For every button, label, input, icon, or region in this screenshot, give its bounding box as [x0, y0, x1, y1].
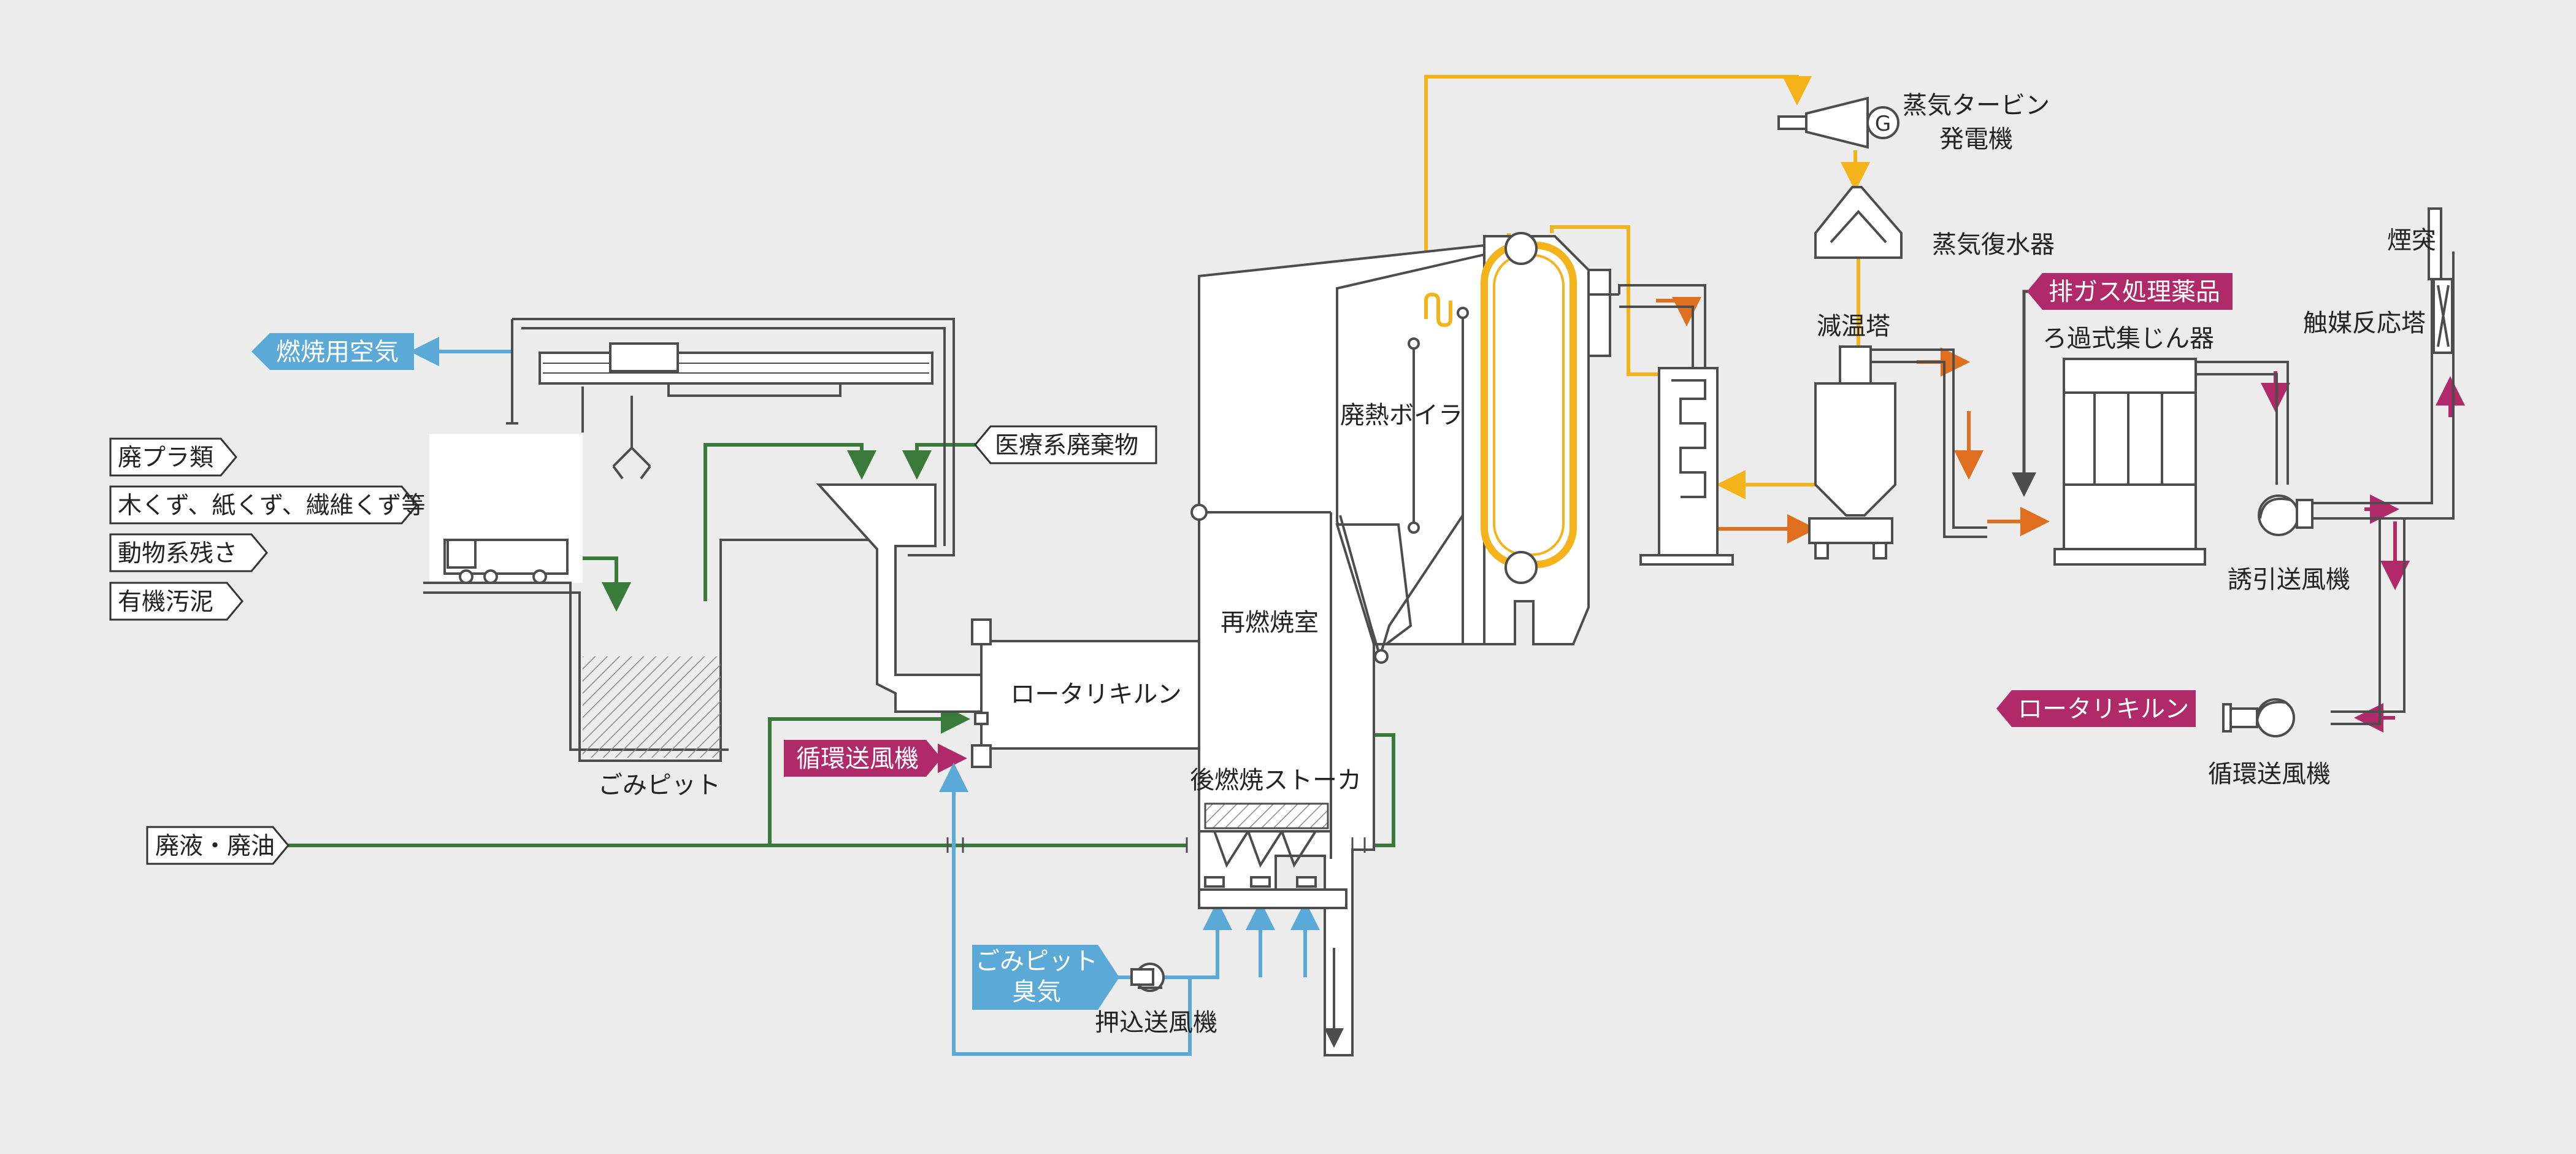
steam-turbine: G	[1777, 96, 1899, 149]
tag-medical-waste: 医療系廃棄物	[974, 425, 1157, 464]
label-bag-filter: ろ過式集じん器	[2042, 325, 2214, 353]
tag-wood-paper-fiber: 木くず、紙くず、繊維くず等	[109, 485, 426, 525]
cooling-tower	[1808, 345, 1987, 560]
svg-text:燃焼用空気: 燃焼用空気	[276, 338, 399, 366]
air-lines	[410, 337, 1320, 1056]
label-catalytic-reactor: 触媒反応塔	[2303, 309, 2426, 337]
svg-text:排ガス処理薬品: 排ガス処理薬品	[2049, 278, 2220, 306]
waste-heat-boiler	[1335, 232, 1706, 664]
tag-waste-liquid-oil: 廃液・廃油	[146, 826, 289, 865]
tag-waste-plastics: 廃プラ類	[109, 437, 237, 477]
svg-text:臭気: 臭気	[1012, 978, 1061, 1006]
svg-text:ロータリキルン: ロータリキルン	[2018, 695, 2189, 723]
svg-text:動物系残さ: 動物系残さ	[118, 540, 237, 567]
generator-symbol: G	[1875, 112, 1891, 136]
tag-pit-odor: ごみピット 臭気	[972, 945, 1119, 1010]
garbage-pit-building	[423, 318, 955, 762]
hopper	[816, 483, 983, 713]
label-induced-draft-fan: 誘引送風機	[2228, 566, 2350, 594]
recirculation-fan-right	[2222, 698, 2295, 737]
chemical-feed-line	[2012, 290, 2042, 497]
label-recirculation-fan-right: 循環送風機	[2208, 760, 2331, 788]
tag-recirculation-fan: 循環送風機	[784, 740, 941, 777]
label-reburn-chamber: 再燃焼室	[1221, 609, 1319, 637]
tag-combustion-air: 燃焼用空気	[251, 333, 414, 370]
svg-text:医療系廃棄物: 医療系廃棄物	[995, 432, 1138, 460]
label-generator: 発電機	[1939, 125, 2013, 153]
stack	[2428, 207, 2453, 354]
label-waste-heat-boiler: 廃熱ボイラ	[1340, 401, 1463, 429]
label-rotary-kiln: ロータリキルン	[1010, 680, 1181, 709]
svg-text:循環送風機: 循環送風機	[796, 745, 919, 773]
label-cooling-tower: 減温塔	[1817, 312, 1890, 340]
label-garbage-pit: ごみピット	[598, 771, 721, 799]
svg-text:廃液・廃油: 廃液・廃油	[155, 833, 275, 860]
svg-text:ごみピット: ごみピット	[975, 947, 1098, 975]
label-steam-condenser: 蒸気復水器	[1932, 231, 2055, 259]
pipe-breaks	[946, 837, 1366, 853]
forced-draft-fan	[1130, 963, 1165, 992]
svg-text:木くず、紙くず、繊維くず等: 木くず、紙くず、繊維くず等	[118, 492, 426, 520]
rotary-kiln	[980, 640, 1209, 750]
tag-rotary-kiln-return: ロータリキルン	[1996, 690, 2196, 727]
label-steam-turbine: 蒸気タービン	[1903, 91, 2050, 120]
label-forced-draft-fan: 押込送風機	[1095, 1009, 1217, 1037]
svg-text:廃プラ類: 廃プラ類	[118, 444, 213, 472]
label-post-combustion-stoker: 後燃焼ストーカ	[1190, 766, 1362, 794]
svg-text:有機汚泥: 有機汚泥	[118, 588, 213, 616]
tag-organic-sludge: 有機汚泥	[109, 582, 243, 621]
economizer	[1639, 367, 1734, 566]
bag-filter	[2053, 358, 2289, 566]
tag-exhaust-chemicals: 排ガス処理薬品	[2027, 273, 2233, 310]
label-stack: 煙突	[2387, 226, 2436, 255]
steam-condenser	[1814, 186, 1903, 259]
tag-animal-residue: 動物系残さ	[109, 533, 268, 572]
